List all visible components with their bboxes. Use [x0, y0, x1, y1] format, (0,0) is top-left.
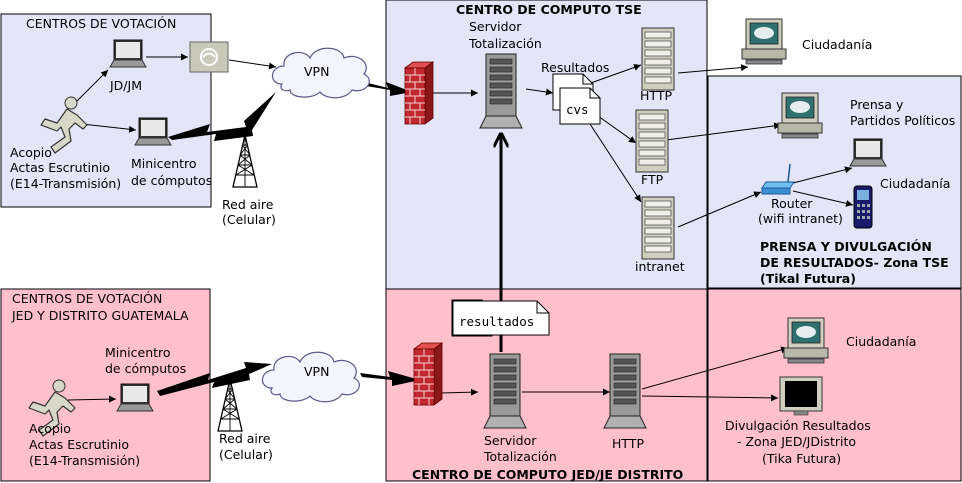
label-minicentro-1b: de cómputos: [131, 173, 212, 188]
resultados-doc: [452, 300, 550, 336]
label-router: Router: [771, 196, 813, 211]
desktop-icon: [783, 317, 829, 364]
label-minicentro-1: Minicentro: [131, 156, 197, 171]
wireless-link-bolt-2: [157, 362, 272, 396]
cell-tower-icon: [232, 134, 258, 188]
zone-title-prensa: PRENSA Y DIVULGACIÓN: [760, 239, 932, 254]
label-ciudadania-1: Ciudadanía: [802, 37, 872, 52]
label-vpn-2: VPN: [304, 364, 329, 379]
zone-title-jed: CENTRO DE COMPUTO JED/JE DISTRITO: [412, 467, 683, 482]
label-http-2: HTTP: [612, 436, 644, 451]
label-divulgacion-b: - Zona JED/JDistrito: [737, 434, 856, 449]
zone-title-tse: CENTRO DE COMPUTO TSE: [456, 2, 642, 17]
label-acopio-1b: Actas Escrutinio: [10, 160, 110, 175]
label-red-aire-2b: (Celular): [219, 447, 273, 462]
label-minicentro-2: Minicentro: [105, 345, 171, 360]
zone-title-prensa-b: DE RESULTADOS- Zona TSE: [760, 255, 949, 270]
label-red-aire-2: Red aire: [219, 431, 271, 446]
connection-lines: [67, 53, 854, 403]
server-icon: [479, 53, 523, 129]
label-vpn-1: VPN: [304, 64, 329, 79]
label-prensa-b: Partidos Políticos: [850, 113, 955, 128]
label-resultados-1: Resultados: [541, 60, 609, 75]
intranet-server-icon: [641, 196, 675, 260]
label-divulgacion-c: (Tika Futura): [762, 451, 841, 466]
zone-prensa: [707, 75, 962, 289]
laptop-icon: [134, 117, 172, 146]
label-ciudadania-2: Ciudadanía: [880, 176, 950, 191]
wireless-link-bolt: [168, 92, 276, 141]
desktop-icon: [777, 92, 823, 139]
firewall-icon: [413, 342, 443, 406]
zone-title-prensa-c: (Tikal Futura): [760, 271, 856, 286]
zone-cv-tse: [0, 13, 212, 208]
server-icon: [483, 353, 527, 429]
mobile-phone-icon: [853, 185, 873, 229]
vpn-link-bolt: [364, 82, 412, 96]
label-cvs: cvs: [566, 102, 589, 117]
laptop-icon: [849, 138, 887, 167]
http-server-icon: [641, 27, 675, 91]
label-resultados-2: resultados: [459, 314, 534, 329]
zone-divulgacion: [707, 288, 962, 482]
label-acopio-2: Acopio: [29, 421, 71, 436]
label-intranet: intranet: [635, 259, 685, 274]
label-ciudadania-3: Ciudadanía: [846, 334, 916, 349]
zone-title-cv-tse: CENTROS DE VOTACIÓN: [26, 16, 176, 31]
vpn-link-bolt-2: [360, 371, 420, 386]
label-servidor-1b: Totalización: [468, 36, 542, 51]
label-acopio-2b: Actas Escrutinio: [29, 437, 129, 452]
laptop-icon: [116, 383, 154, 412]
http-server-icon: [603, 353, 647, 429]
label-servidor-1: Servidor: [469, 19, 522, 34]
label-acopio-1c: (E14-Transmisión): [10, 176, 121, 191]
cell-tower-icon: [217, 378, 243, 432]
label-divulgacion: Divulgación Resultados: [725, 418, 871, 433]
phone-device-icon: [189, 41, 229, 73]
zone-title-cv-jed-b: JED Y DISTRITO GUATEMALA: [11, 308, 189, 323]
label-servidor-2b: Totalización: [483, 449, 557, 464]
router-icon: [761, 163, 795, 195]
zone-title-cv-jed: CENTROS DE VOTACIÓN: [12, 291, 162, 306]
label-http-1: HTTP: [640, 88, 672, 103]
laptop-icon: [109, 39, 147, 68]
label-router-b: (wifi intranet): [758, 211, 843, 226]
label-servidor-2: Servidor: [484, 433, 537, 448]
desktop-icon: [741, 18, 787, 65]
label-prensa: Prensa y: [850, 97, 904, 112]
display-monitor-icon: [779, 376, 823, 416]
label-red-aire-1b: (Celular): [222, 212, 276, 227]
label-acopio-2c: (E14-Transmisión): [29, 453, 140, 468]
label-ftp: FTP: [641, 172, 664, 187]
ftp-server-icon: [635, 109, 669, 173]
label-acopio-1: Acopio: [10, 145, 52, 160]
label-minicentro-2b: de cómputos: [105, 361, 186, 376]
label-jdjm: JD/JM: [109, 78, 142, 93]
firewall-icon: [404, 61, 434, 125]
label-red-aire-1: Red aire: [222, 197, 274, 212]
